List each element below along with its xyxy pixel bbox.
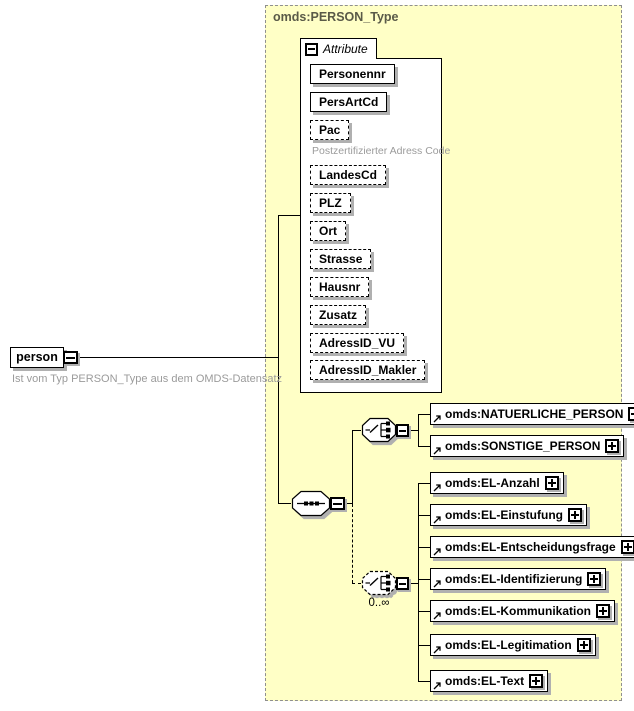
- connector-line: [409, 430, 418, 431]
- attribute-hausnr[interactable]: Hausnr: [310, 277, 370, 297]
- element-omds-el-einstufung[interactable]: omds:EL-Einstufung: [430, 504, 587, 526]
- connector-line: [409, 583, 418, 584]
- element-label: omds:EL-Einstufung: [445, 508, 563, 522]
- element-person[interactable]: person: [10, 347, 64, 368]
- attribute-ort[interactable]: Ort: [310, 221, 346, 241]
- element-label: omds:EL-Identifizierung: [445, 572, 583, 586]
- attribute-zusatz[interactable]: Zusatz: [310, 305, 367, 325]
- connector-line: [418, 681, 430, 682]
- element-omds-sonstige-person[interactable]: omds:SONSTIGE_PERSON: [430, 435, 625, 457]
- element-omds-el-legitimation[interactable]: omds:EL-Legitimation: [430, 634, 596, 656]
- connector-line: [352, 430, 353, 504]
- attribute-adressid-vu[interactable]: AdressID_VU: [310, 333, 405, 353]
- expand-button[interactable]: [576, 638, 591, 652]
- attribute-adressid-makler[interactable]: AdressID_Makler: [310, 360, 426, 380]
- connector-line: [418, 483, 430, 484]
- connector-line-optional: [352, 583, 361, 584]
- cardinality-label: 0..∞: [368, 597, 390, 609]
- reference-arrow-icon: [433, 612, 441, 620]
- attribute-plz[interactable]: PLZ: [310, 193, 351, 213]
- reference-arrow-icon: [433, 646, 441, 654]
- reference-arrow-icon: [433, 682, 441, 690]
- collapse-optional-choice-button[interactable]: [396, 577, 409, 590]
- connector-line: [352, 430, 361, 431]
- element-label: omds:SONSTIGE_PERSON: [445, 439, 601, 453]
- element-omds-el-entscheidungsfrage[interactable]: omds:EL-Entscheidungsfrage: [430, 536, 634, 558]
- expand-button[interactable]: [529, 674, 544, 688]
- element-label: omds:EL-Kommunikation: [445, 604, 591, 618]
- element-label: omds:NATUERLICHE_PERSON: [445, 407, 624, 421]
- complex-type-label: omds:PERSON_Type: [273, 10, 399, 24]
- attribute-pac-annotation: Postzertifizierter Adress Code: [312, 145, 451, 157]
- reference-arrow-icon: [433, 580, 441, 588]
- attributes-tab[interactable]: Attribute: [300, 38, 377, 59]
- element-label: omds:EL-Legitimation: [445, 638, 572, 652]
- expand-button[interactable]: [628, 407, 634, 421]
- reference-arrow-icon: [433, 484, 441, 492]
- attribute-persartcd[interactable]: PersArtCd: [310, 92, 388, 112]
- connector-line: [77, 357, 279, 358]
- expand-button[interactable]: [620, 540, 634, 554]
- connector-line: [279, 215, 300, 216]
- attribute-personennr[interactable]: Personennr: [310, 64, 395, 84]
- reference-arrow-icon: [433, 447, 441, 455]
- collapse-attributes-button[interactable]: [305, 42, 318, 56]
- element-omds-el-identifizierung[interactable]: omds:EL-Identifizierung: [430, 568, 607, 590]
- element-omds-el-anzahl[interactable]: omds:EL-Anzahl: [430, 472, 564, 494]
- connector-line: [418, 611, 430, 612]
- connector-line: [418, 579, 430, 580]
- connector-line: [418, 547, 430, 548]
- expand-button[interactable]: [587, 572, 602, 586]
- connector-line-optional: [352, 504, 353, 583]
- reference-arrow-icon: [433, 415, 441, 423]
- connector-line: [418, 515, 430, 516]
- expand-button[interactable]: [596, 604, 610, 618]
- expand-button[interactable]: [567, 508, 582, 522]
- connector-line: [279, 503, 291, 504]
- attribute-pac[interactable]: Pac: [310, 120, 350, 140]
- attributes-tab-label: Attribute: [323, 42, 368, 56]
- element-label: omds:EL-Entscheidungsfrage: [445, 540, 616, 554]
- optional-choice-compositor-icon[interactable]: [361, 570, 397, 596]
- sequence-compositor-icon[interactable]: [291, 490, 331, 517]
- connector-line: [418, 483, 419, 682]
- attribute-landescd[interactable]: LandesCd: [310, 165, 387, 185]
- expand-button[interactable]: [544, 476, 559, 490]
- reference-arrow-icon: [433, 516, 441, 524]
- attribute-strasse[interactable]: Strasse: [310, 249, 372, 269]
- connector-line: [418, 414, 419, 447]
- choice-compositor-icon[interactable]: [361, 417, 397, 443]
- collapse-sequence-button[interactable]: [330, 497, 345, 510]
- connector-line: [278, 215, 279, 504]
- connector-line: [418, 414, 430, 415]
- element-label: omds:EL-Anzahl: [445, 476, 540, 490]
- element-omds-el-kommunikation[interactable]: omds:EL-Kommunikation: [430, 600, 615, 622]
- person-annotation: Ist vom Typ PERSON_Type aus dem OMDS-Dat…: [12, 373, 283, 385]
- collapse-person-button[interactable]: [63, 351, 78, 364]
- reference-arrow-icon: [433, 548, 441, 556]
- collapse-choice-button[interactable]: [396, 424, 409, 437]
- connector-line: [345, 503, 353, 504]
- expand-button[interactable]: [605, 439, 620, 453]
- connector-line: [418, 446, 430, 447]
- element-label: omds:EL-Text: [445, 674, 525, 688]
- element-omds-natuerliche-person[interactable]: omds:NATUERLICHE_PERSON: [430, 403, 634, 425]
- element-omds-el-text[interactable]: omds:EL-Text: [430, 670, 549, 692]
- connector-line: [418, 645, 430, 646]
